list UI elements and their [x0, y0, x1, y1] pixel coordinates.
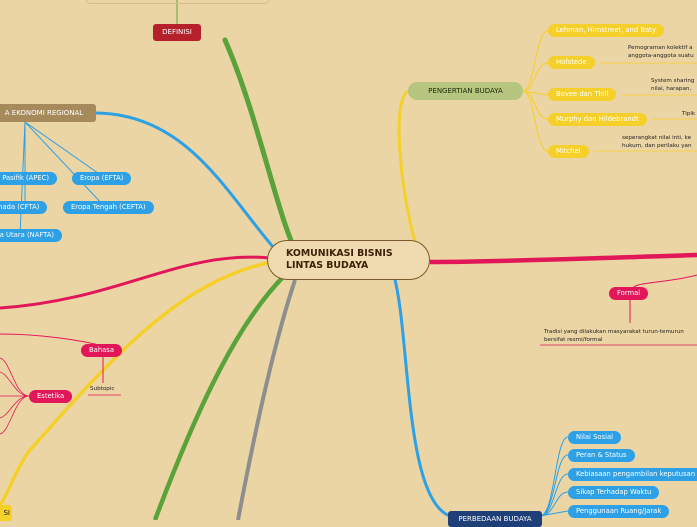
definisi-node[interactable]: DEFINISI: [153, 24, 201, 41]
hofstede-note: Pemograman kolektif a anggota-anggota su…: [628, 44, 694, 60]
formal-node[interactable]: Formal: [609, 287, 649, 300]
central-topic[interactable]: KOMUNIKASI BISNIS LINTAS BUDAYA: [267, 240, 430, 280]
bovee-note: System sharing nilai, harapan,: [651, 77, 694, 93]
ekonomi-label: A EKONOMI REGIONAL: [4, 109, 84, 117]
ekonomi-item-nafta[interactable]: ika Utara (NAFTA): [0, 229, 63, 242]
nafta-label: ika Utara (NAFTA): [0, 231, 55, 239]
peran-label: Peran & Status: [576, 451, 627, 459]
estetika-node[interactable]: Estetika: [29, 390, 73, 403]
mitchel-note-line1: seperangkat nilai inti, ke: [622, 135, 692, 141]
central-title-line1: KOMUNIKASI BISNIS: [286, 248, 393, 259]
ekonomi-item-efta[interactable]: Eropa (EFTA): [72, 172, 132, 185]
lehman-label: Lehman, Himstreet, and Baty: [556, 26, 656, 34]
cefta-label: Eropa Tengah (CEFTA): [71, 203, 146, 211]
pengertian-connectors: [522, 30, 549, 152]
ruang-label: Penggunaan Ruang/Jarak: [576, 507, 662, 515]
mitchel-note-line2: hukum, dan perilaku yan: [622, 143, 692, 149]
nilai-label: Nilai Sosial: [576, 433, 614, 441]
central-title-line2: LINTAS BUDAYA: [286, 259, 369, 271]
bovee-label: Bovee dan Thill: [556, 90, 609, 98]
branch-pengertian: [397, 89, 422, 259]
estetika-curves: [0, 357, 30, 435]
sikap-label: Sikap Terhadap Waktu: [576, 488, 652, 496]
bottom-left-node[interactable]: SI: [0, 505, 12, 521]
top-hidden-node[interactable]: [85, 0, 270, 4]
pengertian-item-hofstede[interactable]: Hofstede: [548, 56, 595, 69]
apec-label: ia Pasifik (APEC): [0, 174, 50, 182]
bahasa-node[interactable]: Bahasa: [81, 344, 123, 357]
branch-green-down: [152, 273, 287, 520]
ekonomi-item-cefta[interactable]: Eropa Tengah (CEFTA): [63, 201, 154, 214]
subtopic-node[interactable]: Subtopic: [90, 385, 114, 393]
cfta-label: anada (CFTA): [0, 203, 40, 211]
bovee-note-line2: nilai, harapan,: [651, 86, 692, 92]
pengertian-label: PENGERTIAN BUDAYA: [428, 87, 503, 95]
subtopic-label: Subtopic: [90, 386, 115, 392]
pengertian-item-murphy[interactable]: Murphy dan Hildebrandt: [548, 113, 647, 126]
formal-note: Tradisi yang dilakukan masyarakat turun-…: [544, 328, 684, 344]
ekonomi-item-cfta[interactable]: anada (CFTA): [0, 201, 48, 214]
formal-note-line1: Tradisi yang dilakukan masyarakat turun-…: [544, 329, 684, 335]
murphy-note: Tipik: [682, 110, 695, 118]
estetika-label: Estetika: [37, 392, 65, 400]
pengertian-item-lehman[interactable]: Lehman, Himstreet, and Baty: [548, 24, 664, 37]
branch-left-yellow: [0, 260, 273, 507]
formal-label: Formal: [617, 289, 641, 297]
pengertian-node[interactable]: PENGERTIAN BUDAYA: [408, 82, 523, 100]
definisi-label: DEFINISI: [162, 28, 192, 36]
perbedaan-node[interactable]: PERBEDAAN BUDAYA: [448, 511, 542, 527]
bottom-left-label: SI: [3, 509, 10, 517]
bovee-note-line1: System sharing: [651, 78, 695, 84]
pengertian-item-mitchel[interactable]: Mitchel: [548, 145, 589, 158]
mitchel-label: Mitchel: [556, 147, 581, 155]
hofstede-note-line1: Pemograman kolektif a: [628, 45, 693, 51]
murphy-note-line1: Tipik: [682, 111, 696, 117]
perbedaan-item-peran[interactable]: Peran & Status: [568, 449, 635, 462]
perbedaan-item-kebiasaan[interactable]: Kebiasaan pengambilan keputusan: [568, 468, 697, 481]
hofstede-note-line2: anggota-anggota suatu: [628, 53, 694, 59]
bahasa-connector: [0, 333, 104, 383]
efta-label: Eropa (EFTA): [80, 174, 124, 182]
ekonomi-connectors: [19, 121, 106, 236]
hofstede-label: Hofstede: [556, 58, 587, 66]
branch-right-pink: [429, 252, 697, 265]
branch-definisi: [222, 37, 303, 261]
branch-gray-down: [236, 279, 297, 520]
perbedaan-item-ruang[interactable]: Penggunaan Ruang/Jarak: [568, 505, 670, 518]
perbedaan-item-sikap[interactable]: Sikap Terhadap Waktu: [568, 486, 660, 499]
pengertian-item-bovee[interactable]: Bovee dan Thill: [548, 88, 617, 101]
bahasa-label: Bahasa: [89, 346, 115, 354]
perbedaan-item-nilai[interactable]: Nilai Sosial: [568, 431, 622, 444]
branch-perbedaan: [393, 279, 451, 518]
ekonomi-item-apec[interactable]: ia Pasifik (APEC): [0, 172, 58, 185]
formal-note-line2: bersifat resmi/formal: [544, 337, 603, 343]
perbedaan-connectors: [539, 436, 569, 517]
perbedaan-label: PERBEDAAN BUDAYA: [458, 515, 532, 523]
ekonomi-node[interactable]: A EKONOMI REGIONAL: [0, 104, 96, 122]
kebiasaan-label: Kebiasaan pengambilan keputusan: [576, 470, 696, 478]
murphy-label: Murphy dan Hildebrandt: [556, 115, 639, 123]
branch-ekonomi: [93, 111, 282, 257]
mitchel-note: seperangkat nilai inti, ke hukum, dan pe…: [622, 134, 692, 150]
branch-left-pink: [0, 255, 271, 310]
